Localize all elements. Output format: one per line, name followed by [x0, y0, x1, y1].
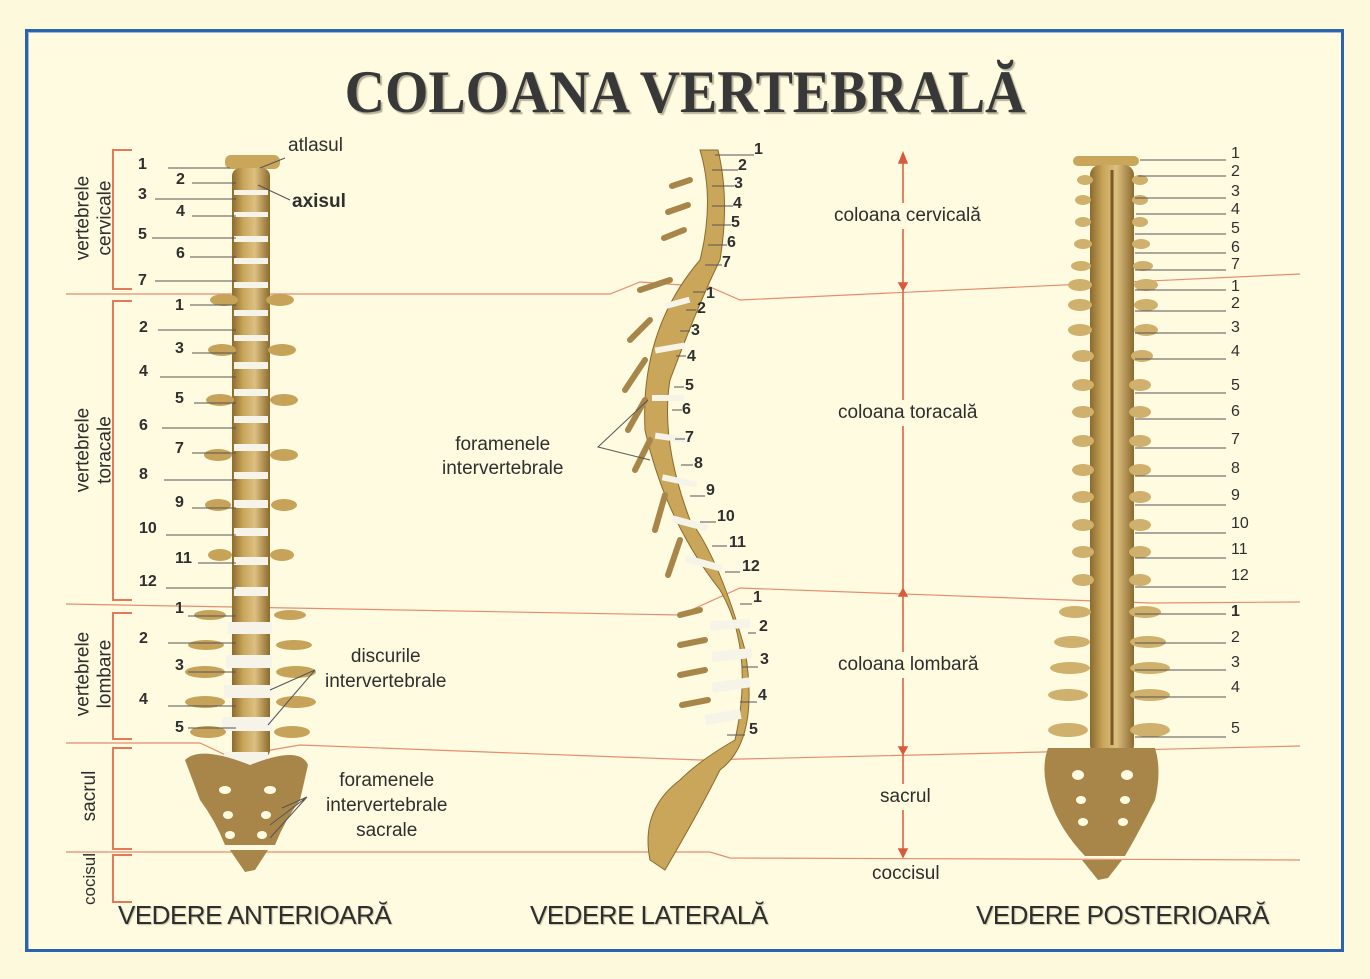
posterior-thoracic-8: 8: [1231, 460, 1240, 477]
lateral-thoracic-11: 11: [729, 534, 746, 551]
lateral-spine: [622, 149, 753, 871]
posterior-cervical-3: 3: [1231, 183, 1240, 200]
posterior-lumbar-5: 5: [1231, 720, 1240, 737]
lateral-thoracic-7: 7: [685, 429, 694, 446]
posterior-thoracic-10: 10: [1231, 515, 1249, 532]
anterior-spine: [185, 155, 316, 872]
lateral-lumbar-4: 4: [758, 687, 767, 704]
caption-posterior-view: VEDERE POSTERIOARĂ: [976, 900, 1269, 930]
lateral-cervical-7: 7: [722, 254, 731, 271]
bracket-sacrum: [112, 747, 132, 850]
label-intervertebral-foramina: foramenele intervertebrale: [442, 434, 564, 479]
lateral-cervical-1: 1: [754, 141, 763, 158]
bracket-cervical: [112, 149, 132, 290]
region-thoracic: coloana toracală: [835, 400, 981, 426]
caption-lateral-view: VEDERE LATERALĂ: [530, 900, 768, 930]
poster-title: COLOANA VERTEBRALĂ: [344, 59, 1026, 125]
bracket-thoracic: [112, 300, 132, 601]
posterior-thoracic-3: 3: [1231, 319, 1240, 336]
anterior-thoracic-10: 10: [139, 520, 157, 537]
anterior-thoracic-8: 8: [139, 466, 148, 483]
lateral-cervical-2: 2: [738, 157, 747, 174]
anterior-thoracic-3: 3: [175, 340, 184, 357]
posterior-thoracic-12: 12: [1231, 567, 1249, 584]
lateral-thoracic-6: 6: [682, 401, 691, 418]
group-label-coccyx: cocisul: [80, 853, 99, 905]
lateral-cervical-5: 5: [731, 214, 740, 231]
anterior-lumbar-5: 5: [175, 719, 184, 736]
posterior-lumbar-4: 4: [1231, 679, 1240, 696]
anterior-thoracic-11: 11: [175, 550, 192, 567]
label-sacral-foramina: foramenele intervertebrale sacrale: [326, 770, 448, 841]
lateral-thoracic-9: 9: [706, 482, 715, 499]
posterior-thoracic-11: 11: [1231, 541, 1248, 558]
anterior-thoracic-7: 7: [175, 440, 184, 457]
posterior-thoracic-6: 6: [1231, 403, 1240, 420]
posterior-cervical-5: 5: [1231, 220, 1240, 237]
posterior-cervical-1: 1: [1231, 145, 1240, 162]
anterior-cervical-7: 7: [138, 272, 147, 289]
caption-anterior-view: VEDERE ANTERIOARĂ: [118, 900, 392, 930]
anterior-thoracic-4: 4: [139, 363, 148, 380]
label-axis: axisul: [292, 191, 346, 212]
region-cervical: coloana cervicală: [831, 203, 984, 229]
anterior-thoracic-12: 12: [139, 573, 157, 590]
anterior-lumbar-2: 2: [139, 630, 148, 647]
region-lumbar: coloana lombară: [835, 652, 982, 678]
posterior-cervical-6: 6: [1231, 239, 1240, 256]
lateral-thoracic-2: 2: [697, 300, 706, 317]
bracket-coccyx: [112, 854, 132, 903]
anterior-thoracic-5: 5: [175, 390, 184, 407]
group-label-lumbar: vertebrele lombare: [72, 631, 116, 717]
lateral-thoracic-1: 1: [706, 285, 715, 302]
label-atlas: atlasul: [288, 135, 343, 156]
lateral-cervical-3: 3: [734, 175, 743, 192]
group-label-cervical: vertebrele cervicale: [72, 175, 116, 261]
posterior-thoracic-1: 1: [1231, 278, 1240, 295]
anterior-cervical-5: 5: [138, 226, 147, 243]
anterior-thoracic-1: 1: [175, 297, 184, 314]
label-discs: discurile intervertebrale: [325, 646, 447, 692]
posterior-lumbar-2: 2: [1231, 629, 1240, 646]
anterior-thoracic-9: 9: [175, 494, 184, 511]
lateral-cervical-4: 4: [733, 195, 742, 212]
anterior-lumbar-4: 4: [139, 691, 148, 708]
lateral-thoracic-10: 10: [717, 508, 735, 525]
anterior-cervical-2: 2: [176, 171, 185, 188]
anterior-thoracic-2: 2: [139, 319, 148, 336]
anterior-cervical-4: 4: [176, 203, 185, 220]
lateral-cervical-6: 6: [727, 234, 736, 251]
anterior-lumbar-3: 3: [175, 657, 184, 674]
anterior-cervical-3: 3: [138, 186, 147, 203]
bracket-lumbar: [112, 612, 132, 740]
lateral-lumbar-1: 1: [753, 589, 762, 606]
anterior-cervical-1: 1: [138, 156, 147, 173]
posterior-lumbar-3: 3: [1231, 654, 1240, 671]
lateral-thoracic-4: 4: [687, 348, 696, 365]
anterior-thoracic-6: 6: [139, 417, 148, 434]
posterior-thoracic-7: 7: [1231, 431, 1240, 448]
posterior-spine: [1044, 156, 1170, 880]
posterior-lumbar-1: 1: [1231, 603, 1240, 620]
posterior-cervical-4: 4: [1231, 201, 1240, 218]
anterior-lumbar-1: 1: [175, 600, 184, 617]
region-coccyx: coccisul: [869, 861, 943, 887]
posterior-thoracic-2: 2: [1231, 295, 1240, 312]
lateral-lumbar-2: 2: [759, 618, 768, 635]
lateral-thoracic-5: 5: [685, 377, 694, 394]
lateral-lumbar-3: 3: [760, 651, 769, 668]
group-label-thoracic: vertebrele toracale: [72, 407, 116, 493]
posterior-thoracic-5: 5: [1231, 377, 1240, 394]
lateral-thoracic-8: 8: [694, 455, 703, 472]
lateral-lumbar-5: 5: [749, 721, 758, 738]
anterior-cervical-6: 6: [176, 245, 185, 262]
region-arrow-axis: [897, 150, 909, 859]
lateral-thoracic-12: 12: [742, 558, 760, 575]
posterior-thoracic-9: 9: [1231, 487, 1240, 504]
posterior-thoracic-4: 4: [1231, 343, 1240, 360]
region-sacrum: sacrul: [877, 784, 934, 810]
lateral-thoracic-3: 3: [691, 322, 700, 339]
posterior-cervical-7: 7: [1231, 256, 1240, 273]
posterior-cervical-2: 2: [1231, 163, 1240, 180]
